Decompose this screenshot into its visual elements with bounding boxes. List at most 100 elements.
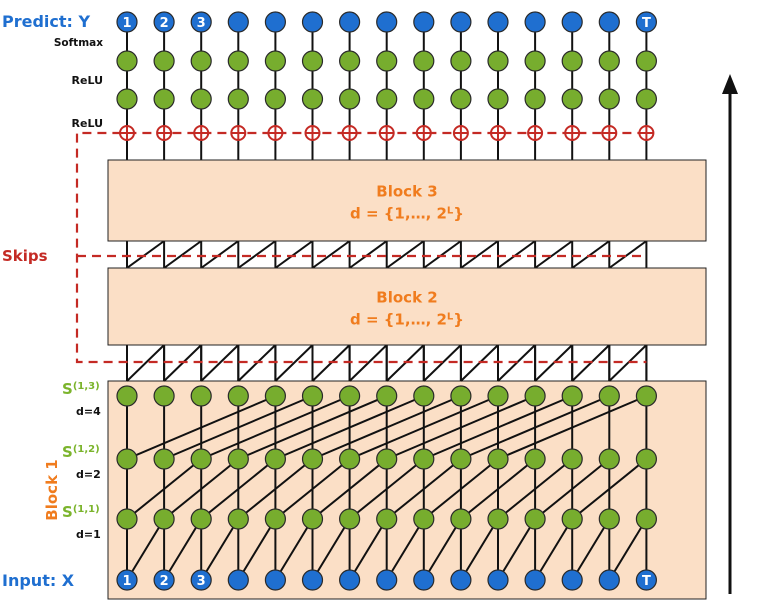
s13-node [190, 385, 212, 407]
dilated-connection-d4 [126, 395, 276, 460]
dilated-connection-d1 [163, 518, 203, 581]
s13-node [487, 385, 509, 407]
inter-block-diagonal [571, 240, 610, 269]
block3-box [107, 159, 707, 242]
s12-node [376, 448, 398, 470]
input-node [635, 569, 658, 591]
predict-label: Predict: Y [2, 12, 91, 31]
softmax-node [339, 50, 361, 72]
s11-node [301, 508, 324, 530]
softmax-node [450, 50, 472, 72]
s12-node [153, 448, 175, 470]
dilated-connection-d1 [200, 518, 240, 581]
inter-block-diagonal [348, 344, 388, 382]
inter-block-diagonal [386, 240, 425, 269]
s13-node [413, 385, 435, 407]
input-node [339, 569, 361, 591]
s13-node [561, 385, 583, 407]
input-node-label: 3 [197, 574, 206, 589]
inter-block-diagonal [460, 240, 499, 269]
output-node [116, 11, 138, 33]
inter-block-diagonal [349, 240, 388, 269]
dilated-connection-d4 [237, 395, 388, 460]
s12-node [524, 448, 546, 470]
s11-node [153, 508, 175, 530]
inter-block-diagonal [608, 344, 648, 382]
input-node [227, 569, 249, 591]
stage-sup: (1,1) [73, 504, 100, 515]
dilated-connection-d2 [423, 458, 499, 520]
softmax-node [264, 50, 286, 72]
dilated-connection-d1 [274, 518, 314, 581]
block3-title: Block 3 [376, 183, 437, 201]
inter-block-diagonal [534, 240, 573, 269]
inter-block-diagonal [200, 344, 239, 382]
inter-block-diagonal [200, 240, 239, 269]
softmax-label: Softmax [54, 37, 103, 49]
s13-node [635, 385, 658, 407]
s12-node [264, 448, 286, 470]
relu-node [190, 88, 212, 110]
s11-node [635, 508, 658, 530]
relu-label-bottom: ReLU [72, 117, 103, 130]
output-node-label: 2 [160, 16, 169, 31]
output-node [264, 11, 286, 33]
flow-arrow-head [722, 74, 738, 94]
block2-box [107, 267, 707, 346]
s11-node [264, 508, 286, 530]
dilated-connection-d4 [200, 395, 350, 460]
input-node [190, 569, 212, 591]
input-node [487, 569, 509, 591]
inter-block-diagonal [163, 240, 202, 269]
output-node-label: 3 [197, 16, 206, 31]
s13-node [524, 385, 546, 407]
stage-dilation-label: d=2 [76, 468, 101, 481]
input-node-label: 2 [160, 574, 169, 589]
softmax-node [116, 50, 138, 72]
dilated-connection-d1 [126, 518, 165, 581]
input-node-label: 1 [122, 574, 131, 589]
block3-dilation-sup: L [447, 205, 454, 216]
dilated-connection-d2 [237, 458, 314, 520]
dilated-connection-d2 [126, 458, 202, 520]
output-node [635, 11, 658, 33]
output-node [153, 11, 175, 33]
output-node [561, 11, 583, 33]
s13-node [301, 385, 324, 407]
dilated-connection-d4 [349, 395, 499, 460]
inter-block-diagonal [126, 240, 165, 269]
dilated-connection-d4 [423, 395, 573, 460]
s12-node [635, 448, 658, 470]
stage-dilation-label: d=4 [76, 405, 101, 418]
relu-node [524, 88, 546, 110]
stage-label-(1,2): S(1,2) [62, 443, 100, 461]
input-label: Input: X [2, 571, 75, 590]
block1-label: Block 1 [43, 459, 61, 520]
s11-node [561, 508, 583, 530]
s13-node [116, 385, 138, 407]
output-node [227, 11, 249, 33]
softmax-node [487, 50, 509, 72]
dilated-connection-d2 [200, 458, 277, 520]
dilated-connection-d2 [274, 458, 351, 520]
softmax-node [227, 50, 249, 72]
s12-node [301, 448, 324, 470]
dilated-connection-d1 [534, 518, 574, 581]
s12-node [227, 448, 249, 470]
dilated-connection-d4 [275, 395, 425, 460]
output-node [450, 11, 472, 33]
stage-sup: (1,3) [73, 381, 100, 392]
s12-node [598, 448, 620, 470]
relu-node [413, 88, 435, 110]
inter-block-diagonal [608, 240, 647, 269]
softmax-node [413, 50, 435, 72]
block2-dilation: d = {1,…, 2L} [350, 311, 464, 329]
block1-background [107, 380, 707, 600]
relu-node [339, 88, 361, 110]
skip-connection [75, 131, 647, 364]
block3-dilation: d = {1,…, 2L} [350, 205, 464, 223]
s13-node [227, 385, 249, 407]
output-node [376, 11, 398, 33]
